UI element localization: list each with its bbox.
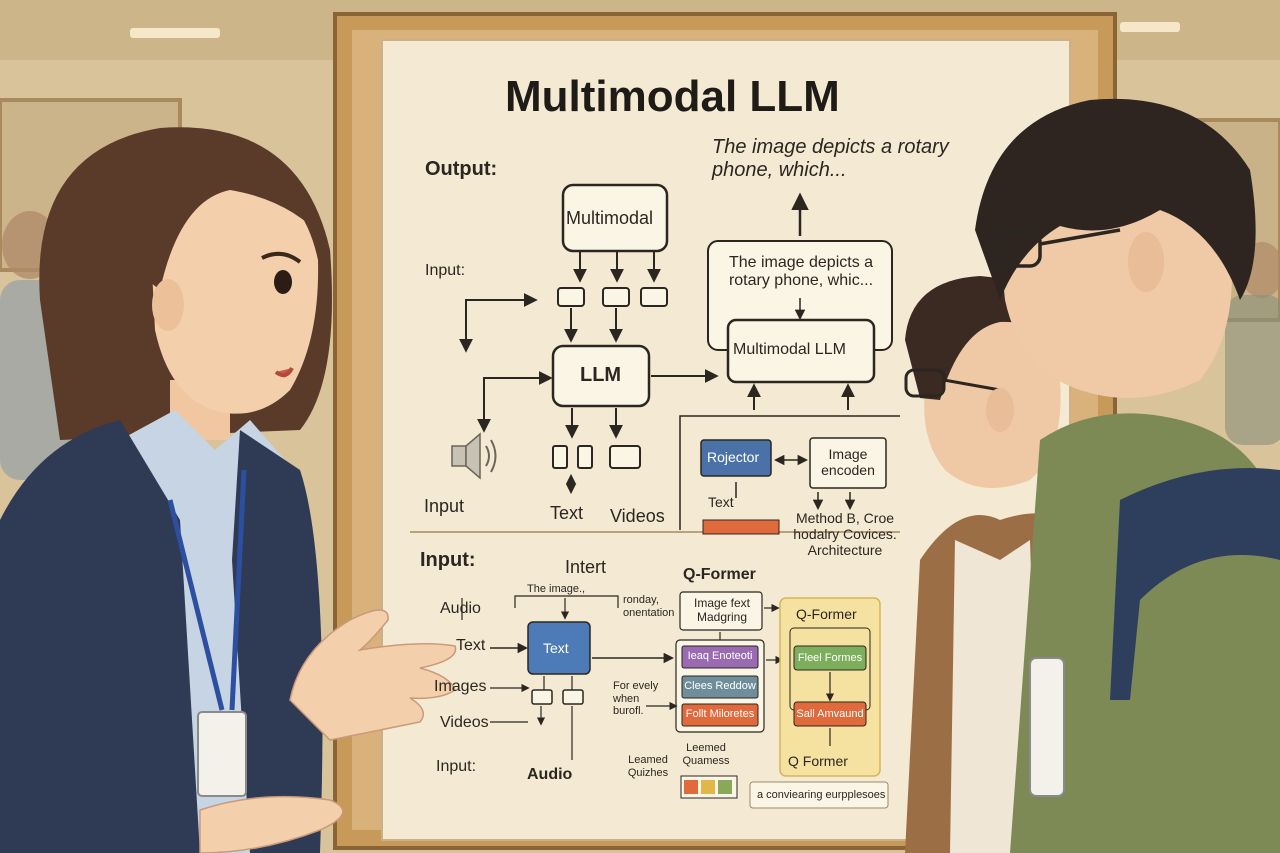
caption-box-text: The image depicts a rotary phone, whic..…: [728, 254, 874, 290]
lower-input-label: Input:: [420, 549, 476, 571]
image-encoder-box-label: Image encoden: [821, 446, 875, 479]
ronday-note: ronday, onentation: [623, 594, 675, 619]
method-note: Method B, Croe hodalry Covices. Architec…: [793, 510, 897, 559]
output-quote: The image depicts a rotary phone, which.…: [712, 136, 949, 181]
llm-box-label: LLM: [580, 364, 622, 386]
qformer-header: Q-Former: [683, 566, 756, 583]
output-label: Output:: [425, 158, 498, 180]
lower-videos-label: Videos: [440, 714, 489, 731]
lower-images-label: Images: [434, 678, 487, 695]
upper-videos-label: Videos: [610, 506, 665, 526]
clees-box-label: Clees Reddow: [684, 680, 756, 692]
lower-audio-bottom-label: Audio: [527, 766, 573, 783]
intert-label: Intert: [565, 557, 607, 577]
lower-text-label: Text: [456, 637, 486, 654]
viewer-tall: [975, 98, 1280, 853]
qformer-panel-bottom: Q Former: [788, 753, 848, 769]
leamed-quizhes-note: Leamed Quizhes: [627, 754, 669, 779]
for-evely-note: For evely when burofl.: [613, 680, 659, 718]
the-image-note: The image.,: [527, 583, 586, 595]
qformer-panel-title: Q-Former: [796, 606, 857, 622]
follt-box-label: Follt Miloretes: [685, 708, 755, 720]
multimodal-llm-box-label: Multimodal LLM: [733, 341, 846, 358]
poster-title: Multimodal LLM: [505, 72, 840, 121]
upper-input-bottom-label: Input: [424, 496, 465, 516]
projector-box-label: Rojector: [707, 449, 760, 465]
caption-note: a conviearing eurpplesoes: [757, 789, 886, 801]
presenter-woman: [0, 127, 457, 853]
text-box-label: Text: [543, 640, 569, 656]
multimodal-box-label: Multimodal: [566, 208, 654, 228]
speaker-icon: [451, 432, 497, 480]
leemed-quamess-note: Leemed Quamess: [682, 742, 730, 767]
image-text-box-label: Image fext Madgring: [693, 596, 751, 624]
upper-input-label: Input:: [425, 262, 466, 279]
projector-text-label: Text: [708, 494, 734, 510]
fleel-box-label: Fleel Formes: [797, 652, 863, 664]
upper-text-label: Text: [550, 503, 584, 523]
lower-audio-label: Audio: [440, 600, 481, 617]
feed-box-label: Ieaq Enoteoti: [687, 650, 753, 662]
sall-box-label: Sall Amvaund: [796, 708, 864, 720]
lower-input-bottom-label: Input:: [436, 758, 477, 775]
